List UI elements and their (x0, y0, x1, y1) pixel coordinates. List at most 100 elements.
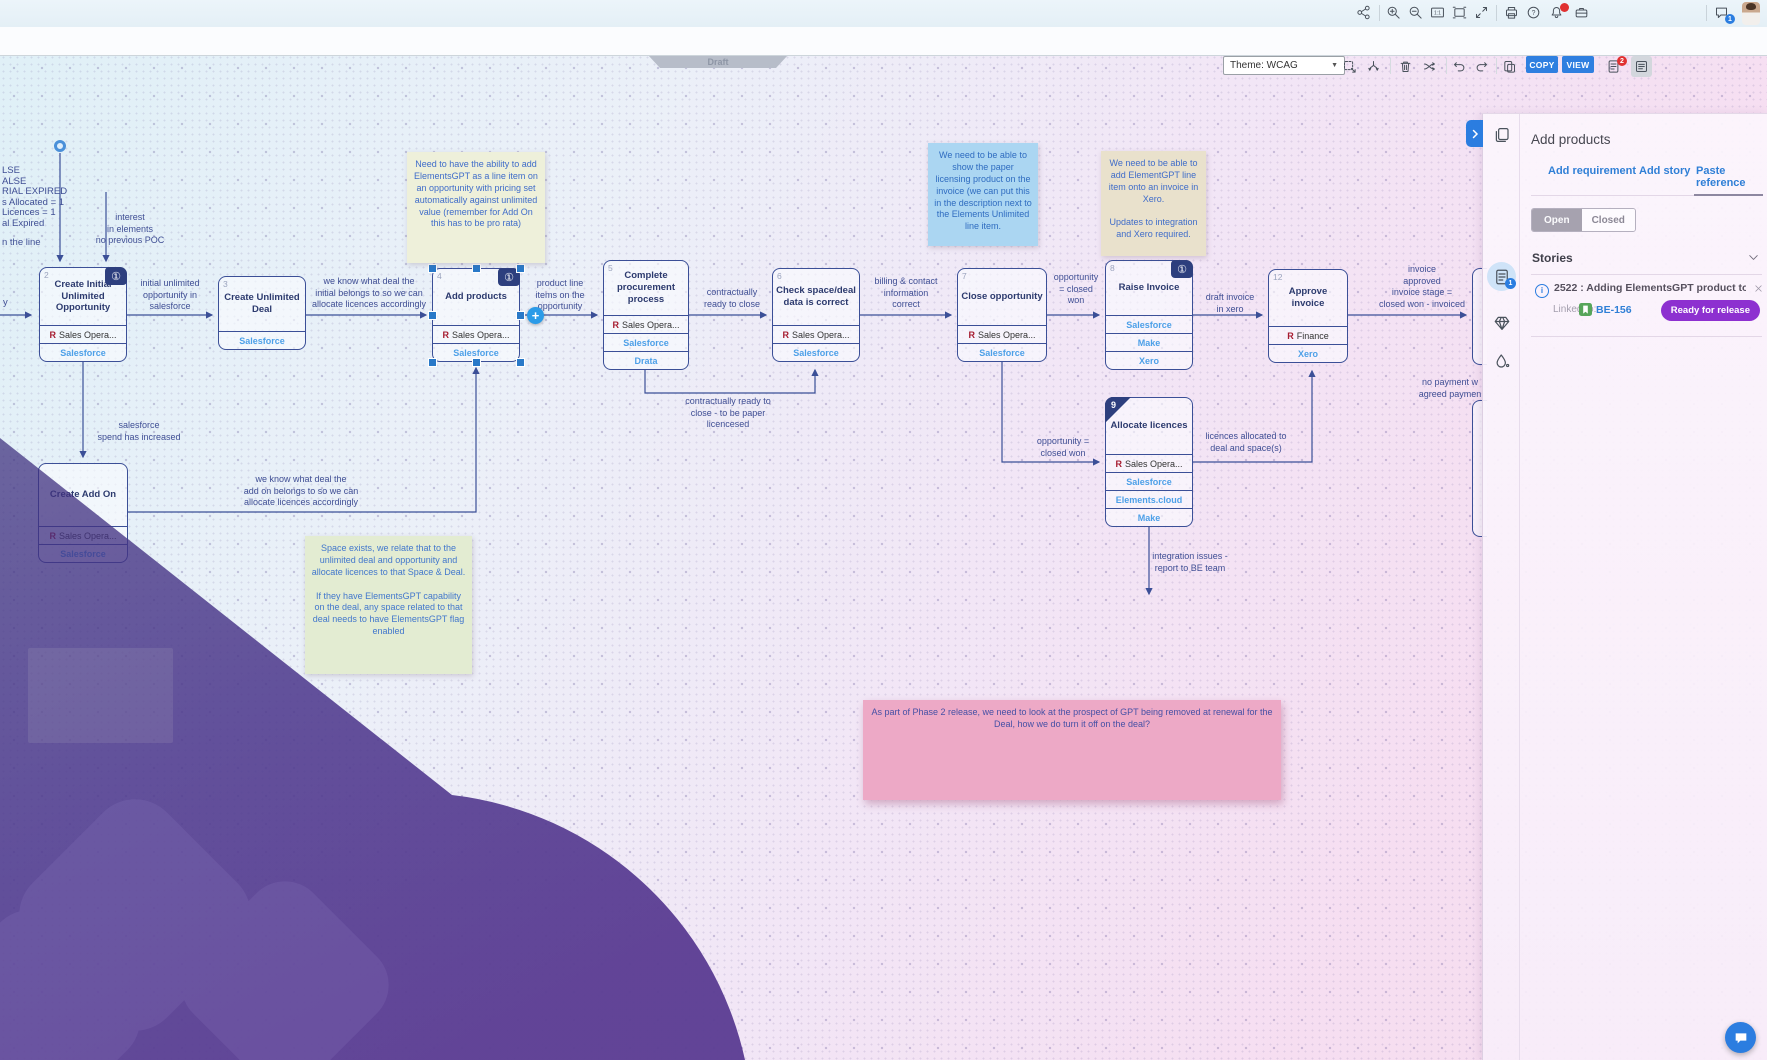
cutoff-line-text: n the line (2, 237, 41, 248)
arrow-label: opportunity = closed won (1036, 436, 1090, 458)
comments-icon[interactable]: 1 (1714, 5, 1735, 24)
notifications-bell-icon[interactable] (1549, 3, 1569, 22)
sticky-note-pink[interactable]: As part of Phase 2 release, we need to l… (863, 700, 1281, 800)
selection-handle[interactable] (516, 264, 525, 273)
add-connector-button[interactable]: + (527, 307, 544, 324)
linked-to-label: Linked to: (1553, 304, 1597, 315)
selection-handle[interactable] (516, 358, 525, 367)
box-number: 7 (962, 271, 967, 281)
toolbox-icon[interactable] (1574, 5, 1591, 22)
sticky-note-beige[interactable]: We need to be able to add ElementGPT lin… (1101, 151, 1206, 256)
arrow-label: invoice approved invoice stage = closed … (1378, 264, 1466, 310)
app-row: Salesforce (219, 331, 305, 349)
app-row: Xero (1106, 351, 1192, 369)
close-icon[interactable] (1753, 283, 1765, 295)
branch-tool-icon[interactable] (1366, 59, 1383, 76)
selection-handle[interactable] (428, 358, 437, 367)
add-requirement-link[interactable]: Add requirement (1548, 165, 1637, 177)
redo-icon[interactable] (1474, 59, 1491, 76)
sticky-note-blue[interactable]: We need to be able to show the paper lic… (928, 143, 1038, 246)
start-node[interactable] (54, 140, 66, 152)
notes-tab-icon[interactable] (1493, 126, 1511, 144)
format-paint-tab-icon[interactable] (1493, 352, 1511, 370)
theme-select[interactable]: Theme: WCAG ▼ (1223, 56, 1345, 75)
arrow-label: billing & contact information correct (874, 276, 938, 310)
jira-reference-link[interactable]: BE-156 (1596, 304, 1632, 316)
chevron-down-icon[interactable] (1747, 251, 1760, 264)
fullscreen-icon[interactable] (1474, 5, 1491, 22)
app-row: Make (1106, 508, 1192, 526)
divider (1531, 274, 1762, 275)
support-chat-button[interactable] (1725, 1022, 1756, 1053)
edit-toolbar: Theme: WCAG ▼ COPY VIEW 2 (0, 27, 1767, 77)
help-icon[interactable] (1526, 5, 1543, 22)
selection-handle[interactable] (428, 264, 437, 273)
rearrange-icon[interactable] (1422, 59, 1439, 76)
process-box-create-unlimited-deal[interactable]: 3 Create Unlimited Deal Salesforce (218, 276, 306, 350)
process-box-create-initial-unlimited-opportunity[interactable]: 2 ① Create Initial Unlimited Opportunity… (39, 267, 127, 362)
zoom-in-icon[interactable] (1386, 5, 1403, 22)
delete-icon[interactable] (1398, 59, 1415, 76)
selection-handle[interactable] (472, 358, 481, 367)
box-number: 4 (437, 271, 442, 281)
arrow-label: we know what deal the initial belongs to… (311, 276, 427, 310)
zoom-out-icon[interactable] (1408, 5, 1425, 22)
app-row: Salesforce (1106, 315, 1192, 333)
arrow-label: we know what deal the add on belongs to … (243, 474, 359, 508)
print-icon[interactable] (1504, 5, 1521, 22)
document-alert-icon[interactable]: 2 (1606, 56, 1627, 76)
ready-for-release-badge[interactable]: Ready for release (1660, 300, 1760, 321)
view-button[interactable]: VIEW (1562, 56, 1594, 73)
zoom-one-to-one-icon[interactable] (1430, 5, 1447, 22)
active-link-underline (1694, 194, 1763, 196)
box-number: 9 (1111, 400, 1117, 410)
app-row: Make (1106, 333, 1192, 351)
responsible-icon: R (968, 329, 975, 340)
responsible-icon: R (442, 329, 449, 340)
box-title: Create Add On (49, 489, 117, 501)
undo-icon[interactable] (1452, 59, 1469, 76)
toggle-open[interactable]: Open (1532, 209, 1582, 231)
notes-panel-icon[interactable] (1631, 56, 1652, 77)
stories-tab-icon[interactable]: 1 (1493, 268, 1516, 289)
selection-handle[interactable] (516, 311, 525, 320)
fit-to-screen-icon[interactable] (1452, 5, 1469, 22)
faded-sticky-note (28, 648, 173, 743)
add-story-link[interactable]: Add story (1639, 165, 1691, 177)
arrow-label: initial unlimited opportunity in salesfo… (140, 278, 200, 312)
diamond-tab-icon[interactable] (1493, 314, 1511, 332)
divider (1531, 195, 1762, 196)
notification-badge (1560, 3, 1569, 12)
share-icon[interactable] (1356, 5, 1373, 22)
divider (1390, 58, 1391, 74)
toggle-closed[interactable]: Closed (1581, 209, 1635, 231)
selection-tool-icon[interactable] (1342, 59, 1359, 76)
process-box-raise-invoice[interactable]: 8 ① Raise Invoice Salesforce Make Xero (1105, 260, 1193, 370)
timer-badge-icon: ① (498, 268, 520, 286)
copy-button[interactable]: COPY (1526, 56, 1558, 73)
selection-handle[interactable] (472, 264, 481, 273)
sticky-note-green[interactable]: Space exists, we relate that to the unli… (305, 536, 472, 674)
app-row: Salesforce (604, 333, 688, 351)
selection-handle[interactable] (428, 311, 437, 320)
panel-collapse-button[interactable] (1466, 120, 1483, 147)
cutoff-label-text: y (3, 297, 8, 308)
duplicate-icon[interactable] (1502, 59, 1519, 76)
sticky-note-yellow[interactable]: Need to have the ability to add Elements… (407, 152, 545, 263)
paste-reference-link[interactable]: Paste reference (1696, 165, 1746, 189)
responsible-icon: R (1115, 458, 1122, 469)
user-avatar[interactable] (1742, 2, 1760, 25)
